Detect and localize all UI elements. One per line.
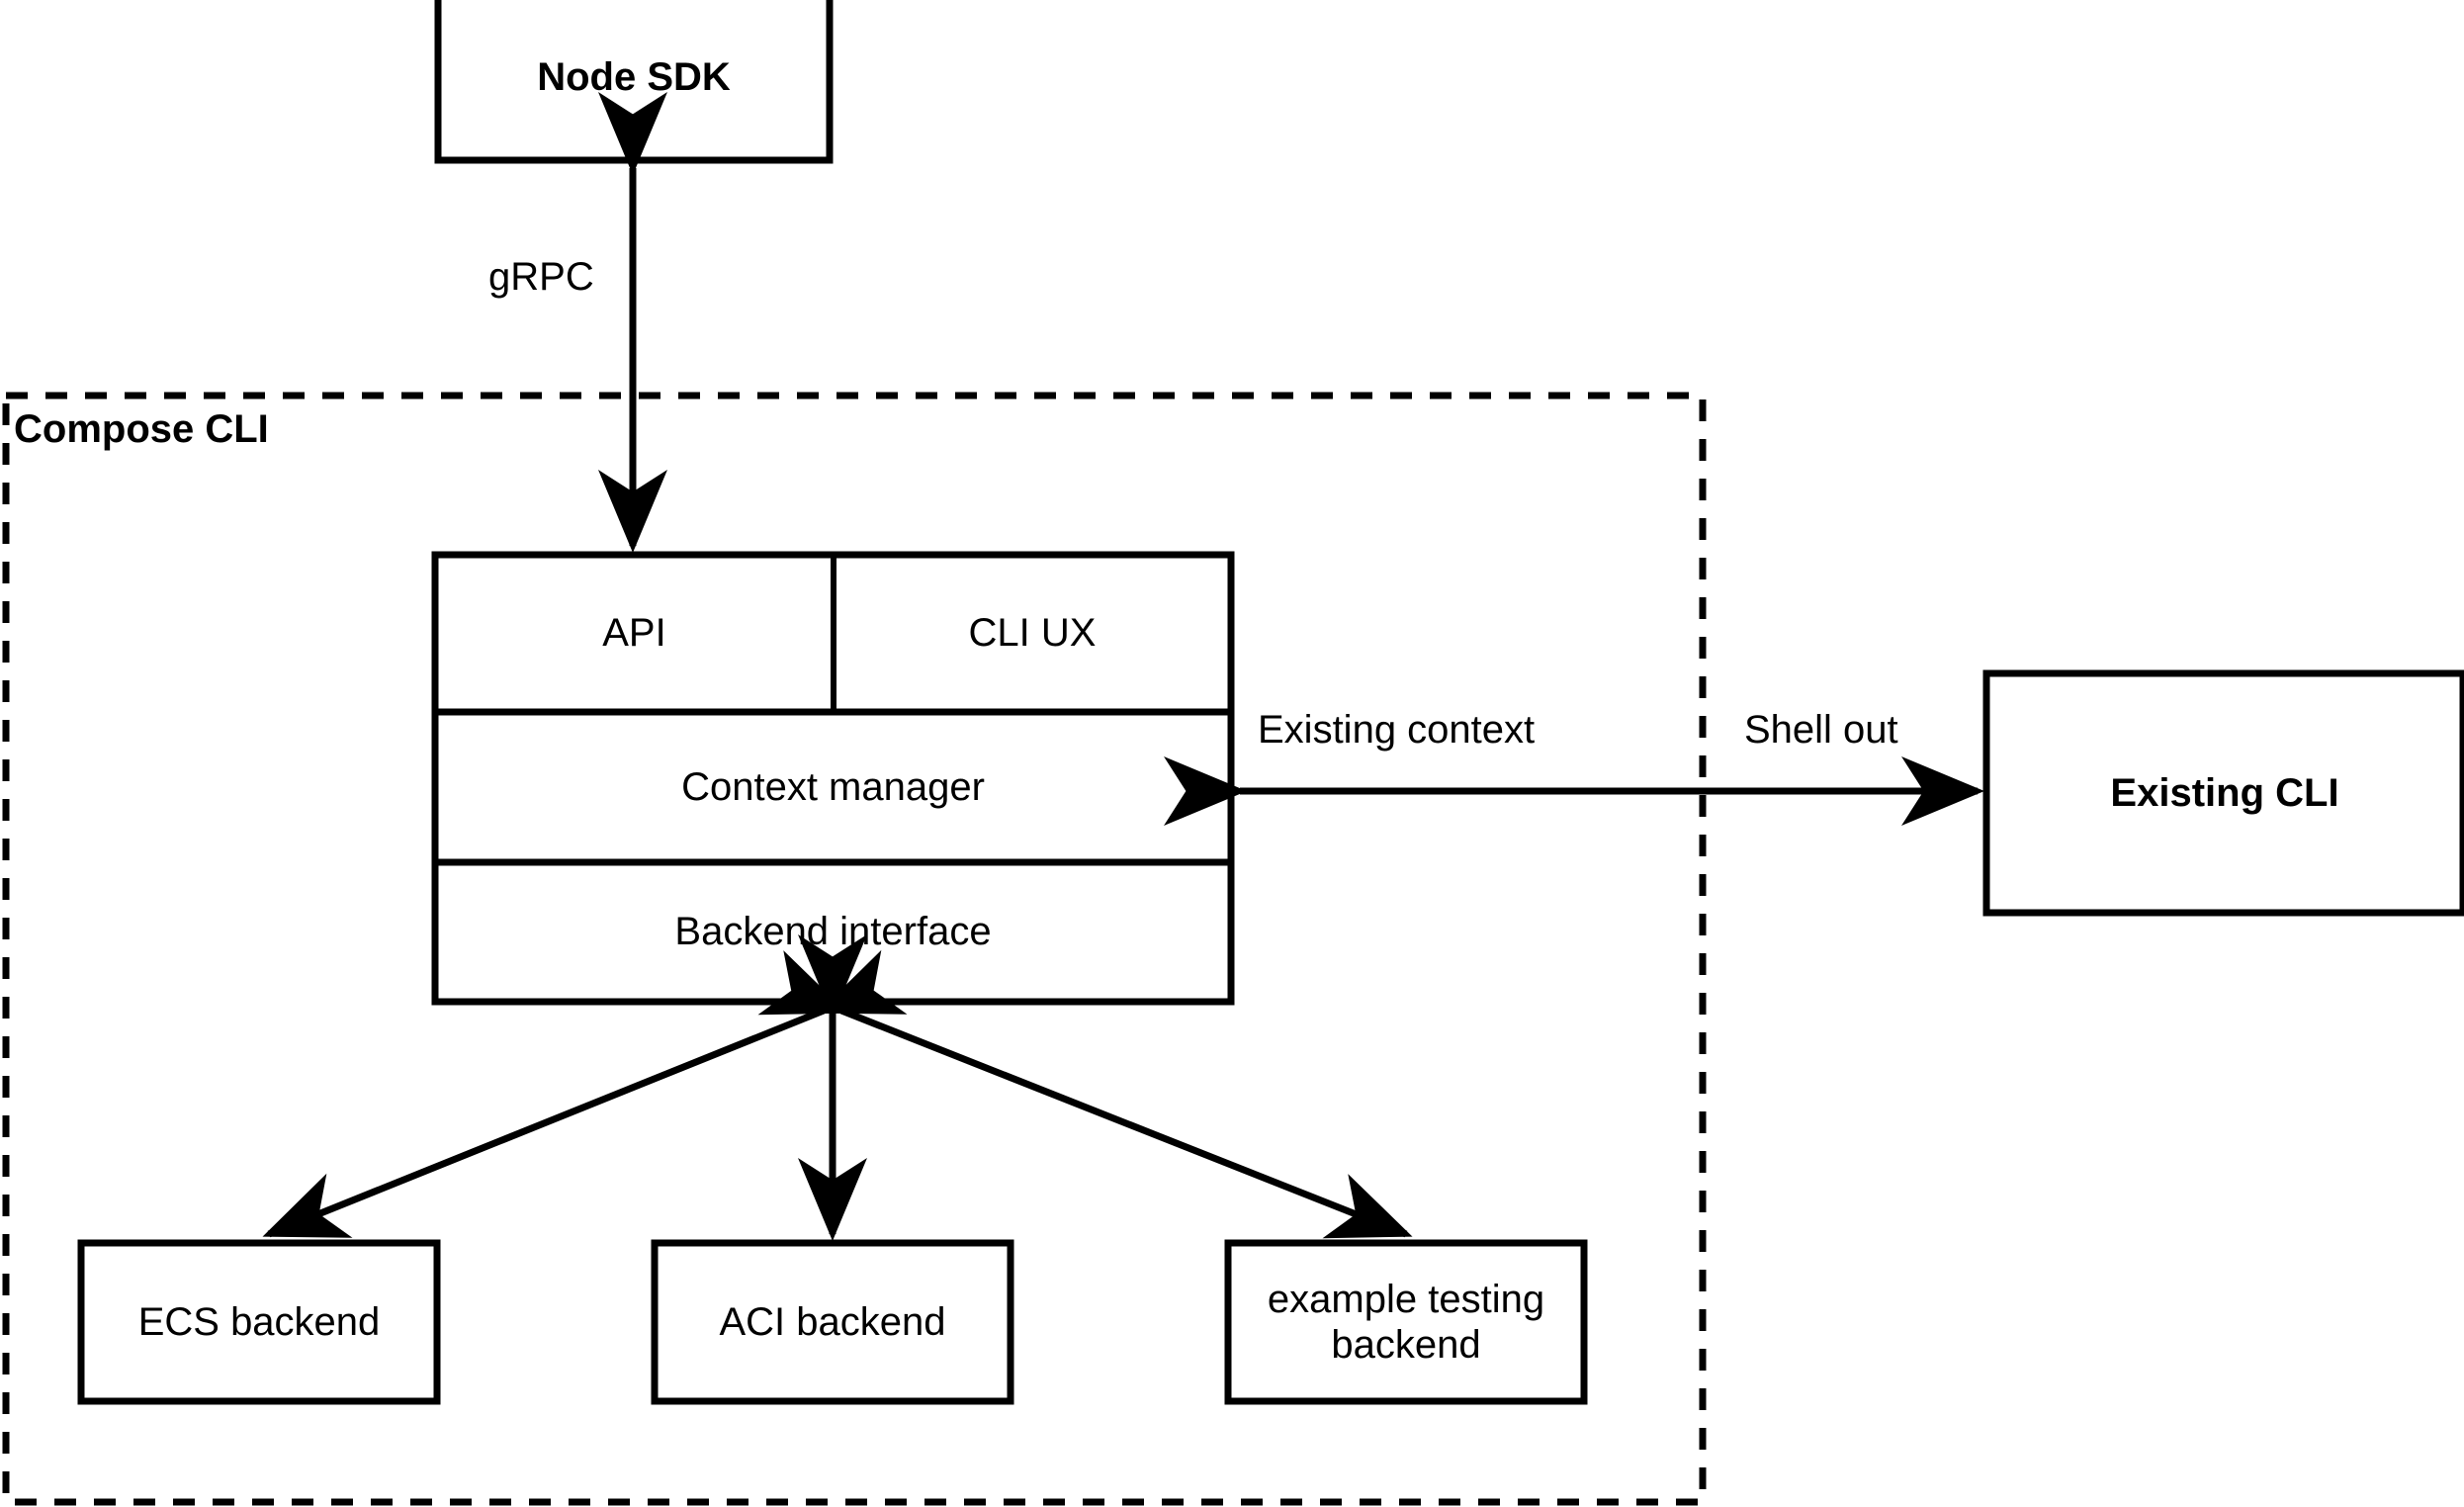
existing-context-edge-label: Existing context: [1258, 708, 1536, 752]
compose-cli-group-border: [2, 392, 1707, 1506]
example-testing-backend-box: [1224, 1239, 1588, 1405]
ecs-backend-box: [77, 1239, 441, 1405]
backend-ecs-connector: [262, 949, 908, 1238]
existing-cli-box: [1982, 669, 2464, 917]
backend-example-connector: [757, 950, 1413, 1239]
node-sdk-box: [434, 0, 834, 164]
shell-out-edge-label: Shell out: [1744, 708, 1898, 752]
aci-backend-box: [651, 1239, 1014, 1405]
compose-cli-group-label: Compose CLI: [14, 407, 269, 451]
grpc-edge-label: gRPC: [488, 255, 594, 299]
